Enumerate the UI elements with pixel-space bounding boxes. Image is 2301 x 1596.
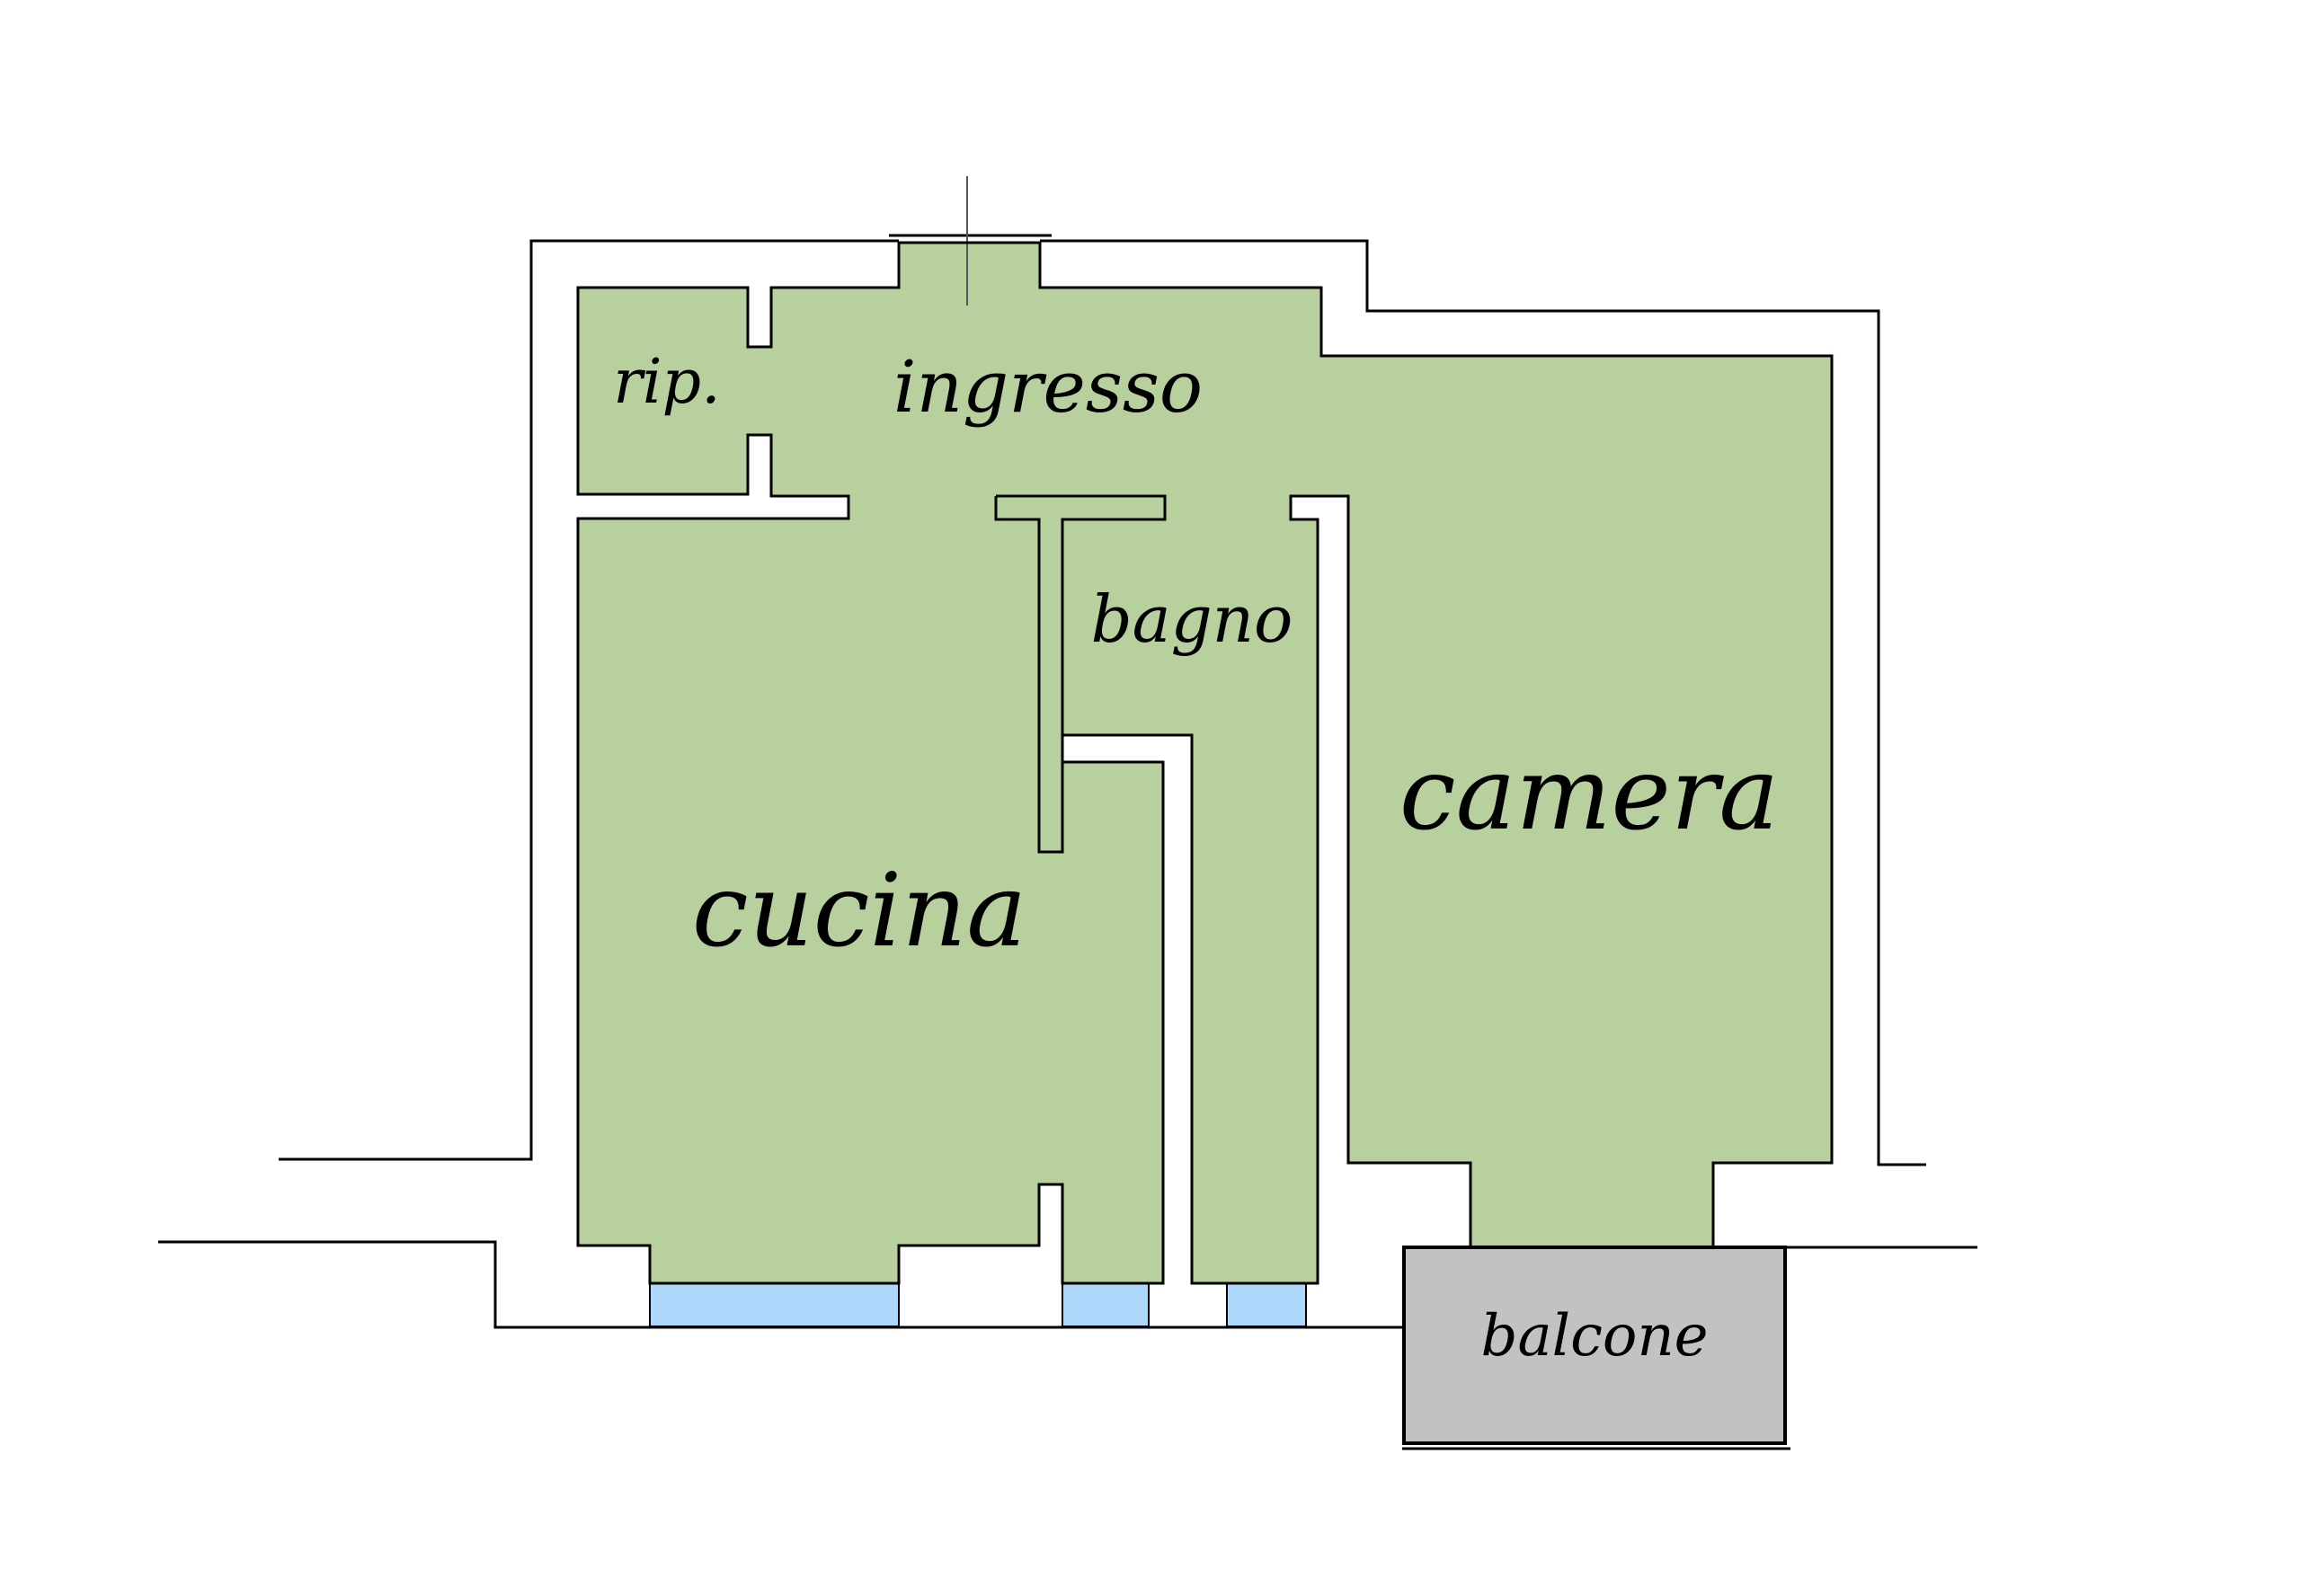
window-bagno bbox=[1226, 1282, 1307, 1327]
label-balcone: balcone bbox=[1480, 1303, 1708, 1370]
bagno-wall-left bbox=[996, 494, 1167, 735]
label-ingresso: ingresso bbox=[893, 345, 1203, 429]
room-labels: rip. ingresso bagno camera cucina balcon… bbox=[613, 345, 1779, 1370]
outer-wall-bottom-left bbox=[158, 1240, 1404, 1329]
label-rip: rip. bbox=[613, 347, 720, 418]
label-camera: camera bbox=[1399, 736, 1779, 853]
bagno-wall-stub bbox=[994, 496, 1064, 854]
label-cucina: cucina bbox=[692, 853, 1026, 970]
window-cucina bbox=[649, 1282, 900, 1327]
label-bagno: bagno bbox=[1091, 581, 1293, 657]
inner-floor-outline bbox=[576, 241, 1834, 1285]
outer-wall-top-right bbox=[1040, 239, 1926, 1166]
floor-areas bbox=[578, 243, 1832, 1283]
floor-rip bbox=[578, 243, 1832, 1283]
walls bbox=[158, 176, 1977, 1329]
outer-wall-outline bbox=[279, 239, 899, 1161]
balcony-area bbox=[1402, 1246, 1787, 1445]
window-cucina-small bbox=[1062, 1282, 1150, 1327]
